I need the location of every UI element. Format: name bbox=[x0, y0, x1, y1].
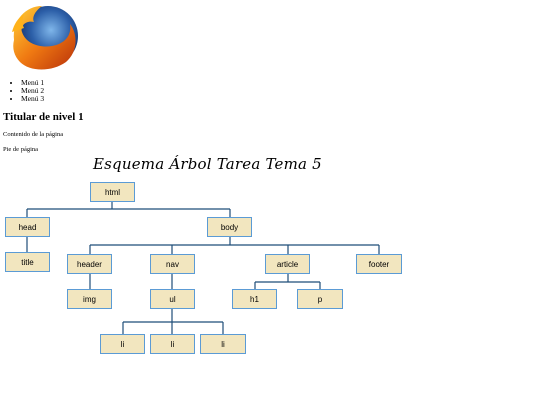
node-img: img bbox=[67, 289, 112, 309]
node-li-1: li bbox=[100, 334, 145, 354]
node-nav: nav bbox=[150, 254, 195, 274]
page-footer: Pie de página bbox=[3, 146, 39, 153]
node-footer: footer bbox=[356, 254, 402, 274]
node-article: article bbox=[265, 254, 310, 274]
node-head: head bbox=[5, 217, 50, 237]
node-li-2: li bbox=[150, 334, 195, 354]
page-heading: Titular de nivel 1 bbox=[3, 111, 84, 123]
node-title: title bbox=[5, 252, 50, 272]
diagram-title: Esquema Árbol Tarea Tema 5 bbox=[93, 155, 322, 173]
page-content: Contenido de la página bbox=[3, 131, 64, 138]
firefox-logo-image bbox=[12, 6, 78, 70]
menu-item-1[interactable]: Menú 1 bbox=[21, 78, 44, 87]
menu-item-3[interactable]: Menú 3 bbox=[21, 95, 44, 103]
node-body: body bbox=[207, 217, 252, 237]
node-li-3: li bbox=[200, 334, 246, 354]
node-p: p bbox=[297, 289, 343, 309]
nav-menu: Menú 1 Menú 2 Menú 3 bbox=[3, 78, 44, 104]
node-h1: h1 bbox=[232, 289, 277, 309]
menu-item-2[interactable]: Menú 2 bbox=[21, 86, 44, 95]
dom-tree-connectors bbox=[26, 202, 380, 334]
node-ul: ul bbox=[150, 289, 195, 309]
node-html: html bbox=[90, 182, 135, 202]
node-header: header bbox=[67, 254, 112, 274]
